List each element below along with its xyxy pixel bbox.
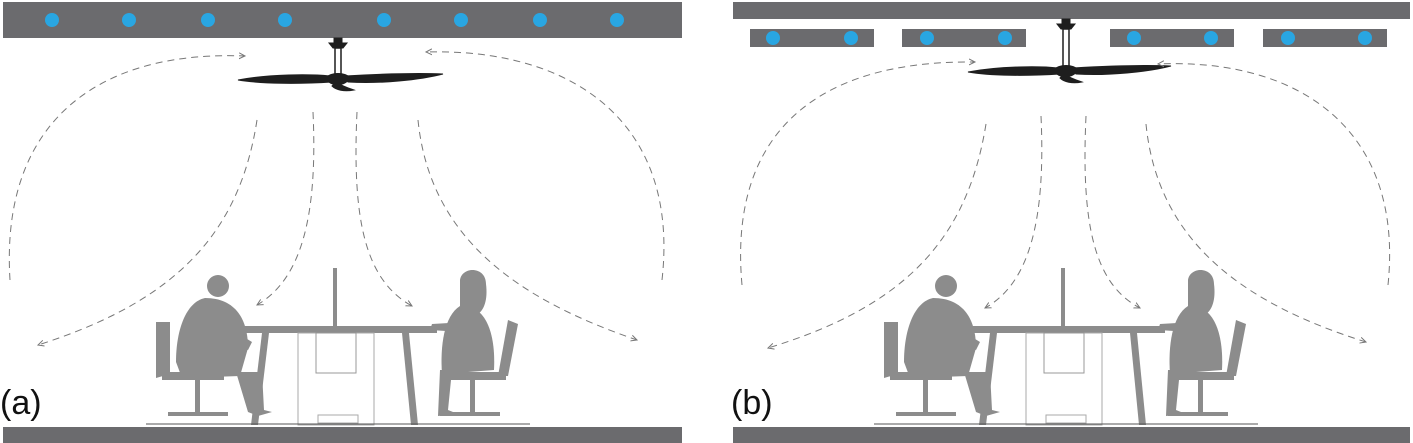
seated-man-icon	[904, 275, 1000, 416]
light-strip	[1110, 29, 1234, 47]
seated-woman-icon	[430, 269, 495, 416]
panel-label-b: (b)	[731, 384, 773, 422]
ceiling-fan-icon	[967, 18, 1172, 84]
airflow-path-inner-left	[257, 111, 315, 305]
seated-man-icon	[176, 275, 272, 416]
airflow-path-inner-right	[355, 111, 412, 306]
airflow-path-outer-left	[8, 56, 245, 281]
airflow-path-inner-right	[1084, 115, 1140, 308]
panel-b	[733, 2, 1410, 443]
floor-slab	[3, 427, 682, 443]
suspended-light-strips	[750, 29, 1387, 47]
ceiling-lights	[45, 13, 624, 27]
airflow-arrows	[740, 62, 1390, 348]
light-icon	[920, 31, 934, 45]
floor-slab	[733, 427, 1410, 443]
light-icon	[610, 13, 624, 27]
light-strip	[1263, 29, 1387, 47]
light-icon	[454, 13, 468, 27]
ceiling-lights	[766, 31, 1372, 45]
light-icon	[844, 31, 858, 45]
airflow-path-outer-right	[1158, 64, 1390, 286]
panel-label-a: (a)	[0, 384, 42, 422]
light-strip	[902, 29, 1026, 47]
light-icon	[998, 31, 1012, 45]
light-icon	[1281, 31, 1295, 45]
panel-a	[3, 2, 682, 443]
light-strip	[750, 29, 874, 47]
airflow-path-mid-left	[38, 119, 258, 345]
light-icon	[1358, 31, 1372, 45]
airflow-path-mid-left	[768, 123, 987, 348]
light-icon	[201, 13, 215, 27]
airflow-path-outer-left	[740, 62, 975, 286]
light-icon	[1204, 31, 1218, 45]
ceiling-fan-icon	[237, 37, 444, 92]
light-icon	[533, 13, 547, 27]
light-icon	[122, 13, 136, 27]
airflow-arrows	[8, 52, 665, 345]
ceiling-slab	[3, 2, 682, 38]
seated-woman-icon	[1158, 269, 1223, 416]
airflow-path-inner-left	[985, 115, 1043, 308]
light-icon	[278, 13, 292, 27]
light-icon	[377, 13, 391, 27]
light-icon	[766, 31, 780, 45]
airflow-path-mid-right	[417, 119, 637, 340]
light-icon	[1127, 31, 1141, 45]
airflow-path-outer-right	[426, 52, 665, 281]
ceiling-slab	[733, 2, 1410, 19]
light-icon	[45, 13, 59, 27]
airflow-path-mid-right	[1145, 123, 1366, 342]
